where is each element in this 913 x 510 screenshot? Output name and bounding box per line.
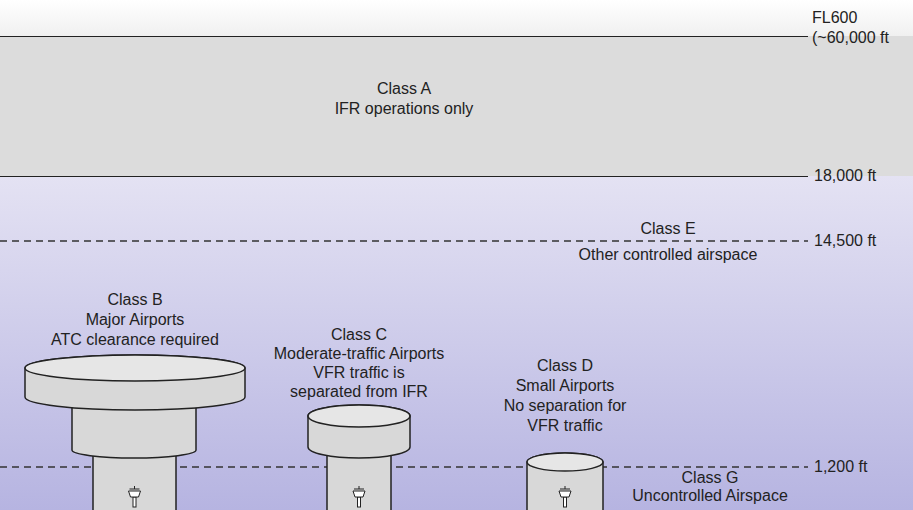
class-name: Class E [548,219,788,239]
tower-antenna [565,486,566,489]
tower-icon [353,486,365,507]
tower-antenna [359,486,360,489]
tower-stem [358,497,361,507]
class-description: VFR traffic is separated from IFR [284,363,434,401]
class-description: Other controlled airspace [548,245,788,265]
class-name: Class A [0,79,808,99]
tower-stem [133,497,136,507]
class-name: Class C [254,325,464,344]
airspace-cylinder: Class DSmall AirportsNo separation for V… [475,356,655,510]
text-group: Class BMajor AirportsATC clearance requi… [20,290,250,350]
text-group: Class CModerate-traffic AirportsVFR traf… [254,325,464,401]
tower-stem [564,497,567,507]
cylinder-top [527,453,603,471]
tower-cab [559,491,571,497]
class-description: No separation for VFR traffic [498,396,633,436]
class-description: Small Airports [475,376,655,396]
altitude-label: 14,500 ft [814,231,876,251]
class-description: Uncontrolled Airspace [620,487,800,505]
text-group: Class E Other controlled airspace [548,219,788,265]
tower-antenna [134,486,135,489]
tower-icon [129,486,141,507]
text-group: Class DSmall AirportsNo separation for V… [475,356,655,436]
text-group: Class AIFR operations only [0,37,808,119]
airspace-region: Class GUncontrolled Airspace [620,469,800,505]
airspace-band: Class AIFR operations only [0,36,808,177]
dashed-boundary [0,240,808,241]
cylinder-section [527,453,603,510]
class-a-fill [0,36,913,176]
cylinder-top [25,355,245,381]
altitude-label: (~60,000 ft [812,28,889,48]
class-description: Major Airports [20,310,250,330]
class-description: Moderate-traffic Airports [254,344,464,363]
class-name: Class B [20,290,250,310]
tower-icon [559,486,571,507]
altitude-label: 18,000 ft [814,166,876,186]
altitude-label: FL600 [812,8,857,28]
text-group: Class GUncontrolled Airspace [620,469,800,505]
upper-sky [0,0,913,36]
airspace-cylinder: Class BMajor AirportsATC clearance requi… [20,290,250,510]
class-name: Class G [620,469,800,487]
altitude-label: 1,200 ft [814,457,867,477]
class-name: Class D [475,356,655,376]
class-description: ATC clearance required [20,330,250,350]
cylinder-section [25,355,245,410]
tower-cab [129,491,141,497]
airspace-region: Class E Other controlled airspace [548,219,788,265]
tower-cab [353,491,365,497]
cylinder-top [308,405,410,427]
class-description: IFR operations only [0,99,808,119]
cylinder-section [308,405,410,458]
airspace-cylinder: Class CModerate-traffic AirportsVFR traf… [254,325,464,510]
